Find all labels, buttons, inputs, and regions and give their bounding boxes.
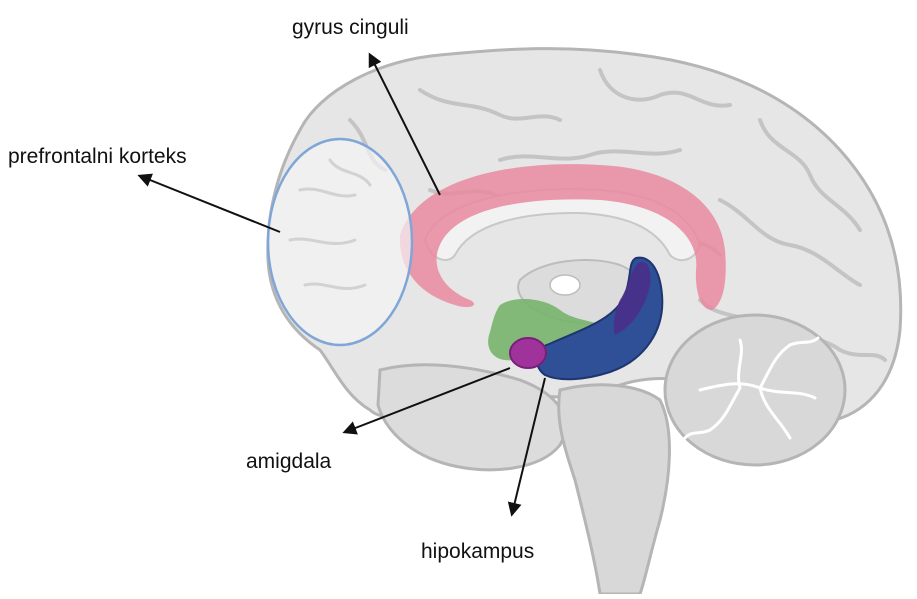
arrow-prefrontal [140,176,280,232]
gyrus-cinguli-label: gyrus cinguli [292,17,409,38]
brainstem [559,385,670,594]
hippocampus-label: hipokampus [421,541,534,562]
amygdala-shape [510,338,546,368]
amygdala-label: amigdala [246,451,331,472]
interthalamic-adhesion [550,275,580,295]
cerebellum [665,315,845,465]
prefrontal-cortex-label: prefrontalni korteks [8,146,187,167]
